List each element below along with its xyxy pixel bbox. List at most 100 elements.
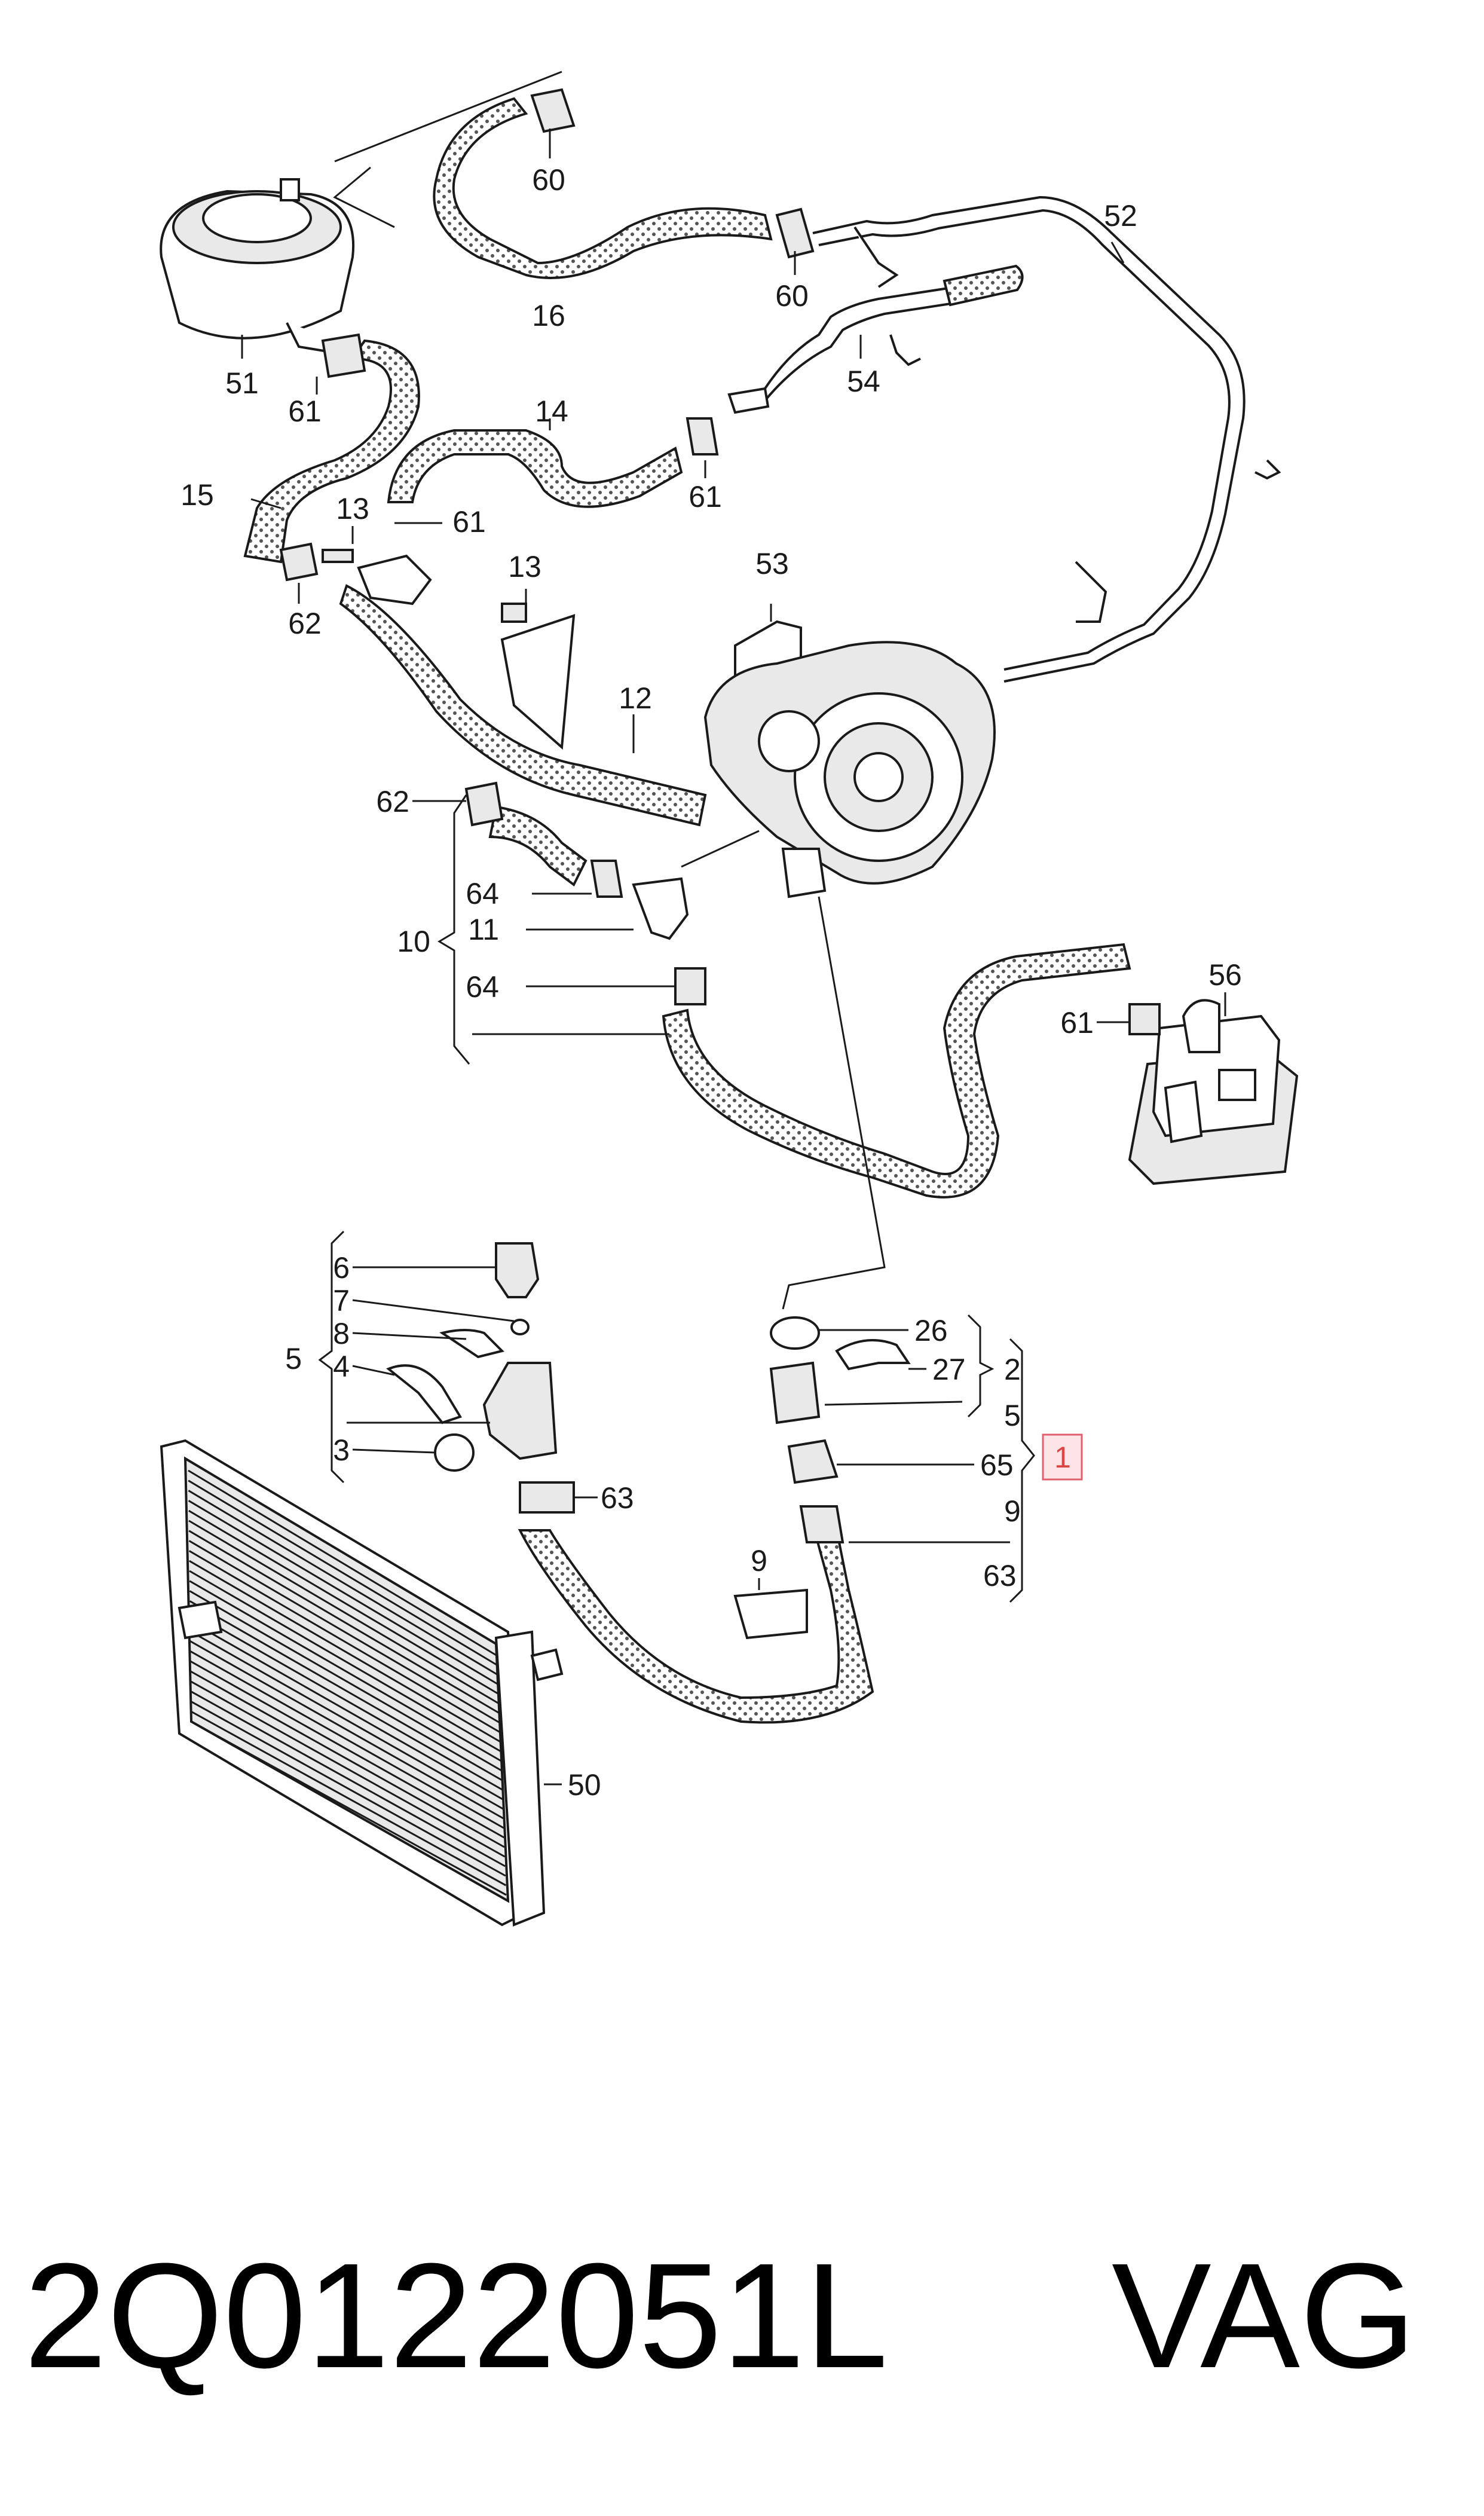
radiator-fin [189,1640,504,1820]
seal-7 [510,1319,530,1335]
clamp-64-b [674,967,706,1005]
label-1: 1 [1054,1441,1071,1474]
bolt-13-a [322,549,354,563]
label-9-bracket: 9 [751,1544,767,1578]
label-15: 15 [180,478,214,512]
seal-26 [770,1316,820,1350]
clip-8 [439,1329,504,1359]
hose-9 [518,1523,874,1724]
clamp-65 [787,1439,839,1484]
label-5-right: 5 [1004,1399,1021,1432]
label-61-b: 61 [452,505,486,539]
radiator-fin [188,1479,498,1667]
label-60-lower: 60 [775,279,809,313]
radiator-fin [189,1620,503,1800]
radiator-fin [191,1720,507,1896]
highlight-box-1 [1042,1433,1083,1481]
clip-27 [835,1339,911,1371]
brand-name: VAG [1112,2232,1416,2399]
hose-12 [339,584,707,827]
clamp-62-a [279,542,319,582]
label-64-b: 64 [466,970,499,1004]
label-6: 6 [333,1251,350,1285]
label-11: 11 [468,913,499,946]
radiator-fin [188,1540,500,1724]
radiator-fin [189,1600,503,1781]
label-14: 14 [535,395,568,428]
label-64-a: 64 [466,877,499,910]
label-26: 26 [914,1314,948,1347]
radiator-fin [188,1520,500,1705]
hose-15 [243,339,420,564]
label-53: 53 [755,547,789,580]
label-27: 27 [932,1353,966,1386]
label-56: 56 [1208,958,1242,992]
clamp-63-a [519,1481,575,1514]
hose-14 [387,429,683,508]
radiator-fin [189,1580,502,1762]
radiator-fin [189,1560,501,1743]
radiator-fin [189,1570,501,1753]
radiator-fin [191,1710,507,1887]
clamp-61-tank [321,333,366,378]
clamp-60-top [530,88,576,133]
leader-lines [241,129,1226,1786]
label-13-b: 13 [508,550,541,583]
label-5-left: 5 [285,1342,302,1375]
connection-line-tank [333,71,562,228]
label-7: 7 [333,1284,350,1317]
label-60-top: 60 [532,163,565,197]
bolt-13-b [501,603,527,623]
braces [318,794,1035,1603]
radiator-fin [189,1630,504,1810]
expansion-tank [160,178,355,354]
seal-3 [434,1433,475,1472]
label-63-b: 63 [983,1559,1017,1592]
radiator-fin [190,1660,505,1839]
label-8: 8 [333,1317,350,1350]
label-51: 51 [225,366,259,400]
part-number: 2Q0122051L [24,2232,888,2399]
radiator-fin [190,1701,506,1877]
radiator-fin [190,1680,506,1858]
clamp-62-b [464,781,504,827]
oil-cooler-56 [1128,999,1299,1185]
hose-10-upper [488,805,588,887]
label-61-cooler: 61 [1060,1006,1094,1040]
fitting-27 [769,1361,821,1424]
bracket-9 [733,1588,808,1640]
radiator-fin [189,1650,504,1829]
hose-16 [433,97,773,279]
clamp-63-b [799,1505,844,1543]
radiator-fin [189,1610,503,1791]
clip-4 [386,1364,462,1424]
label-61-tank: 61 [288,395,322,428]
radiator-fin [188,1469,498,1657]
radiator-fin [190,1670,505,1848]
radiator-fin [188,1530,500,1714]
connector-5 [482,1362,558,1460]
label-61-c: 61 [689,480,722,513]
pipe-52 [812,195,1246,683]
label-50: 50 [568,1768,601,1802]
label-9-right: 9 [1004,1494,1021,1528]
label-52: 52 [1104,199,1137,233]
radiator-fin [189,1590,502,1772]
label-16: 16 [532,299,565,332]
label-54: 54 [847,365,880,398]
label-10: 10 [397,925,430,958]
temperature-sensor-6 [495,1242,540,1298]
radiator-fin [188,1500,499,1686]
clamp-61-a [686,417,719,455]
label-62-b: 62 [376,785,409,818]
coolant-pump-53 [703,620,996,898]
label-63-a: 63 [601,1481,634,1515]
callout-labels: 60 60 16 52 54 51 61 14 15 13 61 61 62 5… [180,163,1242,1802]
label-3: 3 [333,1433,350,1467]
radiator-50 [160,1439,564,1927]
radiator-fin [188,1550,501,1734]
radiator-fin [188,1490,498,1676]
label-4: 4 [333,1350,350,1383]
clamp-60-lower [775,207,815,259]
